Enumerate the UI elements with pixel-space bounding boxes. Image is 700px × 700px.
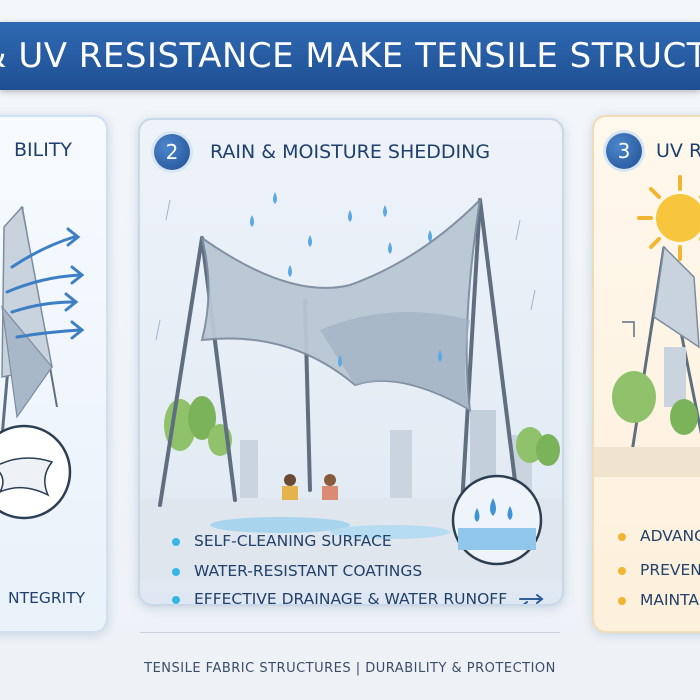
wind-structure-illustration	[0, 205, 85, 520]
bullet-dot	[172, 567, 180, 576]
sync-arrows-icon	[519, 594, 544, 604]
card2-heading: RAIN & MOISTURE SHEDDING	[210, 141, 491, 163]
card-rain-moisture: 2 RAIN & MOISTURE SHEDDING	[138, 118, 564, 606]
uv-structure-illustration	[594, 175, 700, 477]
bullet-dot	[172, 595, 180, 604]
card2-bullet-1: SELF-CLEANING SURFACE	[172, 532, 392, 550]
bullet-dot	[618, 596, 626, 605]
wind-arrows-icon	[5, 227, 85, 340]
card3-bullet-1: ADVANC	[618, 527, 700, 545]
bullet-dot	[618, 532, 626, 541]
card2-number-badge: 2	[154, 134, 190, 170]
card3-heading: UV R	[656, 140, 700, 162]
card-uv-resistance: 3 UV R ADVANC PREVEN MAINTA	[592, 115, 700, 633]
card1-heading: BILITY	[14, 139, 73, 161]
card3-bullet-3: MAINTA	[618, 591, 699, 609]
water-drop-icon	[490, 498, 496, 516]
sun-icon	[637, 175, 700, 261]
card1-bullet-1: NTEGRITY	[8, 589, 86, 607]
bullet-dot	[618, 566, 626, 575]
bullet-dot	[172, 537, 180, 546]
footer-caption: TENSILE FABRIC STRUCTURES | DURABILITY &…	[144, 661, 556, 676]
card3-bullet-2: PREVEN	[618, 561, 700, 579]
card3-number-badge: 3	[606, 133, 642, 169]
banner-title: & UV RESISTANCE MAKE TENSILE STRUCTU	[0, 36, 700, 76]
footer-divider	[140, 632, 560, 633]
card2-bullet-3: EFFECTIVE DRAINAGE & WATER RUNOFF	[172, 590, 507, 604]
rain-structure-illustration	[140, 192, 562, 580]
card-wind-durability: BILITY NTEGRITY	[0, 115, 108, 633]
card2-bullet-2: WATER-RESISTANT COATINGS	[172, 562, 422, 580]
title-banner: & UV RESISTANCE MAKE TENSILE STRUCTU	[0, 22, 700, 90]
